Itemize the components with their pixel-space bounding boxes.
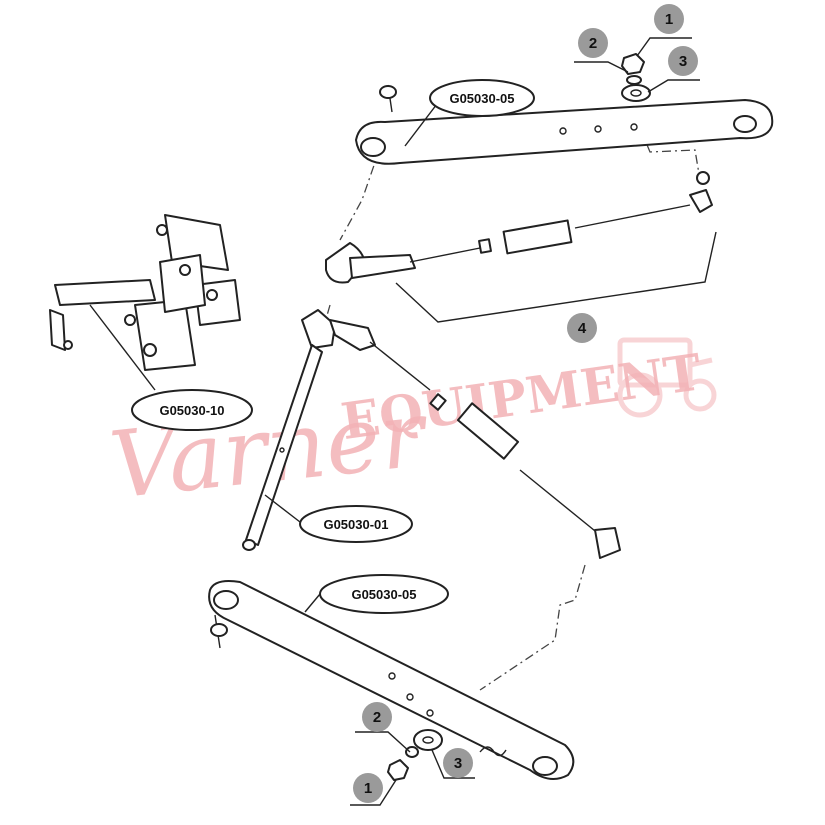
callout-number: 2 <box>373 709 381 726</box>
callout-1-bottom: 1 <box>353 773 383 803</box>
tractor-icon <box>617 337 717 418</box>
callout-number: 3 <box>679 53 687 70</box>
callout-number: 3 <box>454 755 462 772</box>
bottom-lower-link <box>208 580 575 780</box>
callout-circle <box>443 748 473 778</box>
callout-circle <box>362 702 392 732</box>
callout-3-top: 3 <box>668 46 698 76</box>
callout-2-top: 2 <box>578 28 608 58</box>
part-label-text: G05030-01 <box>323 517 388 532</box>
callout-leaders <box>350 37 700 806</box>
callout-circle <box>353 773 383 803</box>
bottom-hardware <box>387 729 443 781</box>
callout-number: 4 <box>578 320 587 337</box>
top-hardware <box>621 53 651 102</box>
callout-circle <box>567 313 597 343</box>
callout-1-top: 1 <box>654 4 684 34</box>
part-label-top-lower-link: G05030-05 <box>404 79 535 147</box>
part-label-bottom-lower-link: G05030-05 <box>304 574 449 614</box>
callout-circle <box>668 46 698 76</box>
top-lower-link <box>355 99 774 165</box>
callout-2-bottom: 2 <box>362 702 392 732</box>
callout-number: 1 <box>665 11 673 28</box>
watermark-block: EQUIPMENT <box>338 342 705 451</box>
callout-4: 4 <box>567 313 597 343</box>
middle-adjustable-link <box>329 319 621 559</box>
lift-rod <box>242 309 336 551</box>
callout-circle <box>578 28 608 58</box>
top-lynch-pin <box>379 84 397 113</box>
part-label-text: G05030-05 <box>351 587 416 602</box>
bracket <box>49 214 241 371</box>
top-adjustable-link <box>325 171 717 323</box>
callout-3-bottom: 3 <box>443 748 473 778</box>
part-label-text: G05030-10 <box>159 403 224 418</box>
callout-number: 2 <box>589 35 597 52</box>
bottom-lynch-pin <box>210 614 228 649</box>
part-label-text: G05030-05 <box>449 91 514 106</box>
part-label-lift-rod: G05030-01 <box>299 505 413 543</box>
callout-circle <box>654 4 684 34</box>
callout-number: 1 <box>364 780 372 797</box>
part-label-bracket: G05030-10 <box>89 304 253 431</box>
